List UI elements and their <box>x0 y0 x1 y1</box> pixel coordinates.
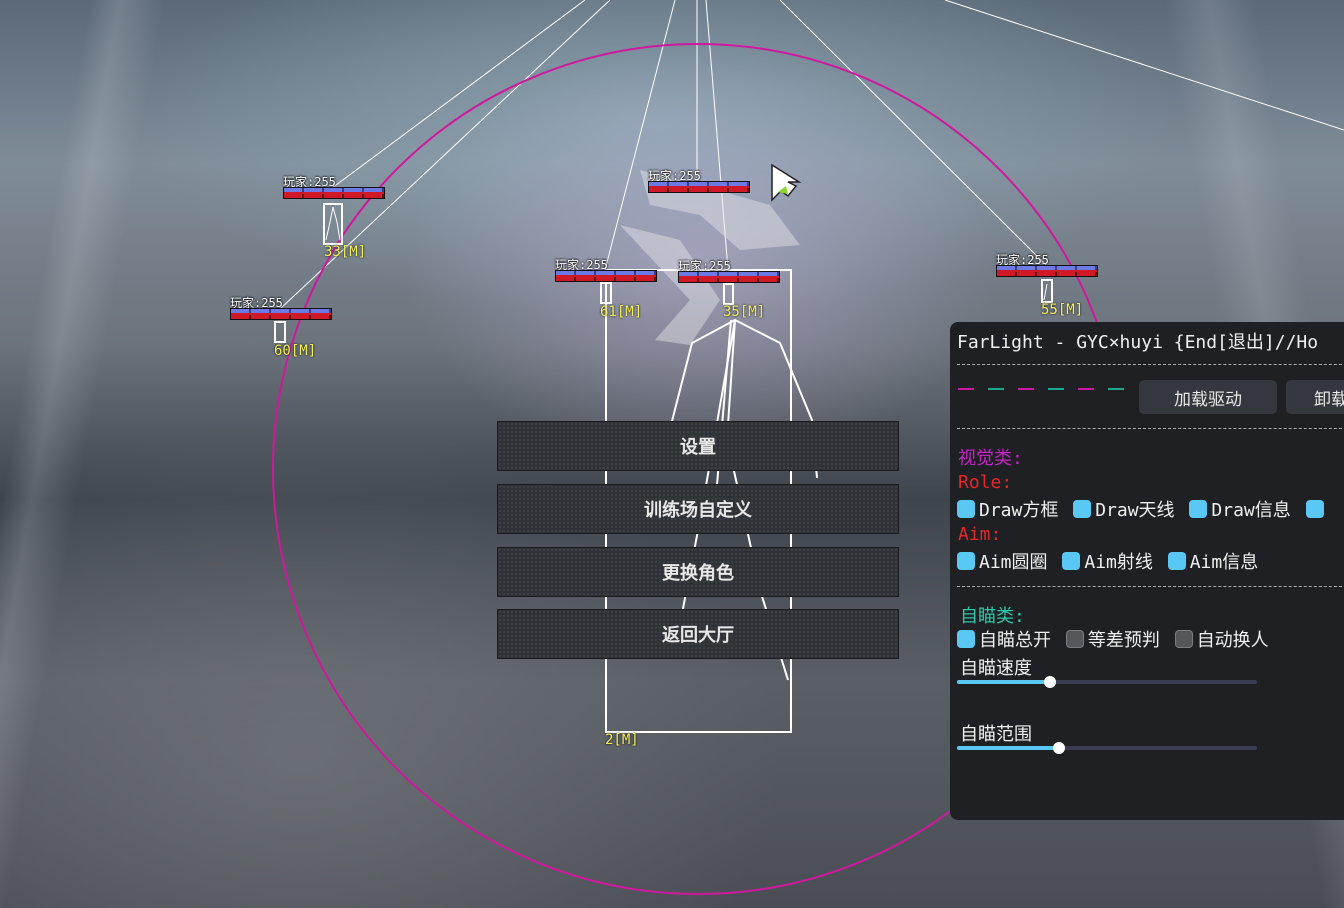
role-section-header: Role: <box>958 472 1013 493</box>
visual-section-header: 视觉类: <box>958 448 1023 469</box>
mouse-cursor-icon <box>771 163 802 202</box>
draw-antenna-checkbox[interactable]: Draw天线 <box>1073 496 1175 522</box>
enemy-label: 玩家:255 <box>648 169 701 183</box>
checkbox-label: 等差预判 <box>1087 630 1160 651</box>
panel-title: FarLight - GYC×huyi {End[退出]//Ho <box>957 332 1319 353</box>
role-options: Draw方框 Draw天线 Draw信息 <box>957 496 1332 523</box>
checkbox-label: Aim圆圈 <box>979 552 1048 573</box>
enemy-label: 玩家:255 <box>555 258 608 272</box>
snap-line <box>604 0 676 271</box>
color-dash <box>1078 388 1094 390</box>
enemy-health-bar <box>678 271 780 283</box>
enemy-distance: 61[M] <box>600 304 643 320</box>
color-dash <box>1108 388 1124 390</box>
divider <box>957 428 1344 429</box>
enemy-label: 玩家:255 <box>230 296 283 310</box>
enemy-distance: 55[M] <box>1041 302 1084 318</box>
draw-info-checkbox[interactable]: Draw信息 <box>1189 496 1291 522</box>
enemy-skeleton <box>325 206 334 241</box>
settings-button[interactable]: 设置 <box>497 421 899 471</box>
color-dash <box>1048 388 1064 390</box>
autoaim-section-header: 自瞄类: <box>960 606 1025 627</box>
checkbox-label: 自瞄总开 <box>979 630 1051 651</box>
prediction-checkbox[interactable]: 等差预判 <box>1065 626 1160 652</box>
checkbox-checked[interactable] <box>1167 552 1186 570</box>
checkbox-checked[interactable] <box>957 500 975 518</box>
checkbox-label: Aim信息 <box>1189 552 1259 573</box>
snap-lines <box>279 0 1344 310</box>
near-enemy-distance: 2[M] <box>605 732 639 748</box>
checkbox-label: Draw天线 <box>1095 500 1175 521</box>
cheat-panel[interactable]: FarLight - GYC×huyi {End[退出]//Ho 加载驱动 卸载… <box>950 322 1344 820</box>
slider-fill <box>957 680 1050 684</box>
enemy-box <box>723 283 734 305</box>
enemy-label: 玩家:255 <box>283 175 336 189</box>
enemy-health-bar <box>555 270 657 282</box>
checkbox[interactable] <box>1065 630 1084 648</box>
unload-driver-button[interactable]: 卸载 <box>1286 380 1344 414</box>
enemy-box <box>1041 279 1053 303</box>
aim-speed-label: 自瞄速度 <box>960 658 1032 679</box>
color-dash <box>1018 388 1034 390</box>
enemy-distance: 60[M] <box>274 343 317 359</box>
slider-knob[interactable] <box>1053 742 1065 754</box>
training-custom-button[interactable]: 训练场自定义 <box>497 484 899 534</box>
divider <box>957 364 1344 365</box>
enemy-distance: 35[M] <box>723 304 766 320</box>
checkbox-label: Aim射线 <box>1084 552 1153 573</box>
enemy-box <box>274 321 286 343</box>
snap-line <box>779 0 1047 266</box>
aim-range-label: 自瞄范围 <box>960 724 1032 745</box>
slider-fill <box>957 746 1059 750</box>
aim-speed-slider[interactable] <box>957 676 1257 688</box>
snap-line <box>944 0 1344 131</box>
checkbox-checked[interactable] <box>1189 500 1208 518</box>
enemy-distance: 33[M] <box>324 244 367 260</box>
checkbox[interactable] <box>957 630 975 648</box>
enemy-skeleton <box>1043 283 1048 301</box>
enemy-label: 玩家:255 <box>678 259 731 273</box>
auto-switch-target-checkbox[interactable]: 自动换人 <box>1174 626 1269 652</box>
enemy-health-bar <box>996 265 1098 277</box>
checkbox-label: Draw方框 <box>979 500 1059 521</box>
divider <box>957 586 1344 587</box>
checkbox-checked[interactable] <box>1073 500 1092 518</box>
enemy-label: 玩家:255 <box>996 253 1049 267</box>
checkbox-checked[interactable] <box>1305 500 1324 518</box>
checkbox[interactable] <box>1174 630 1193 648</box>
aim-range-slider[interactable] <box>957 742 1257 754</box>
draw-box-checkbox[interactable]: Draw方框 <box>957 496 1058 522</box>
enemy-health-bar <box>648 181 750 193</box>
autoaim-options: 自瞄总开 等差预判 自动换人 <box>957 626 1273 653</box>
color-dash <box>958 388 974 390</box>
snap-line <box>331 0 586 189</box>
cursor-badge-icon <box>778 186 788 194</box>
extra-checkbox[interactable] <box>1305 500 1328 518</box>
enemy-skeleton <box>332 206 341 241</box>
aim-circle-checkbox[interactable]: Aim圆圈 <box>957 548 1048 574</box>
change-character-button[interactable]: 更换角色 <box>497 547 899 597</box>
enemy-health-bar <box>230 308 332 320</box>
autoaim-master-checkbox[interactable]: 自瞄总开 <box>957 626 1051 652</box>
aim-section-header: Aim: <box>958 524 1002 545</box>
aim-ray-checkbox[interactable]: Aim射线 <box>1062 548 1153 574</box>
checkbox-label: Draw信息 <box>1211 500 1291 521</box>
aim-info-checkbox[interactable]: Aim信息 <box>1167 548 1259 574</box>
enemy-box <box>323 203 343 245</box>
aim-options: Aim圆圈 Aim射线 Aim信息 <box>957 548 1262 575</box>
color-dash <box>988 388 1004 390</box>
checkbox-checked[interactable] <box>957 552 975 570</box>
slider-knob[interactable] <box>1044 676 1056 688</box>
enemy-health-bar <box>283 187 385 199</box>
checkbox-checked[interactable] <box>1062 552 1081 570</box>
load-driver-button[interactable]: 加载驱动 <box>1139 380 1277 414</box>
snap-line <box>279 0 611 310</box>
return-lobby-button[interactable]: 返回大厅 <box>497 609 899 659</box>
checkbox-label: 自动换人 <box>1196 630 1269 651</box>
